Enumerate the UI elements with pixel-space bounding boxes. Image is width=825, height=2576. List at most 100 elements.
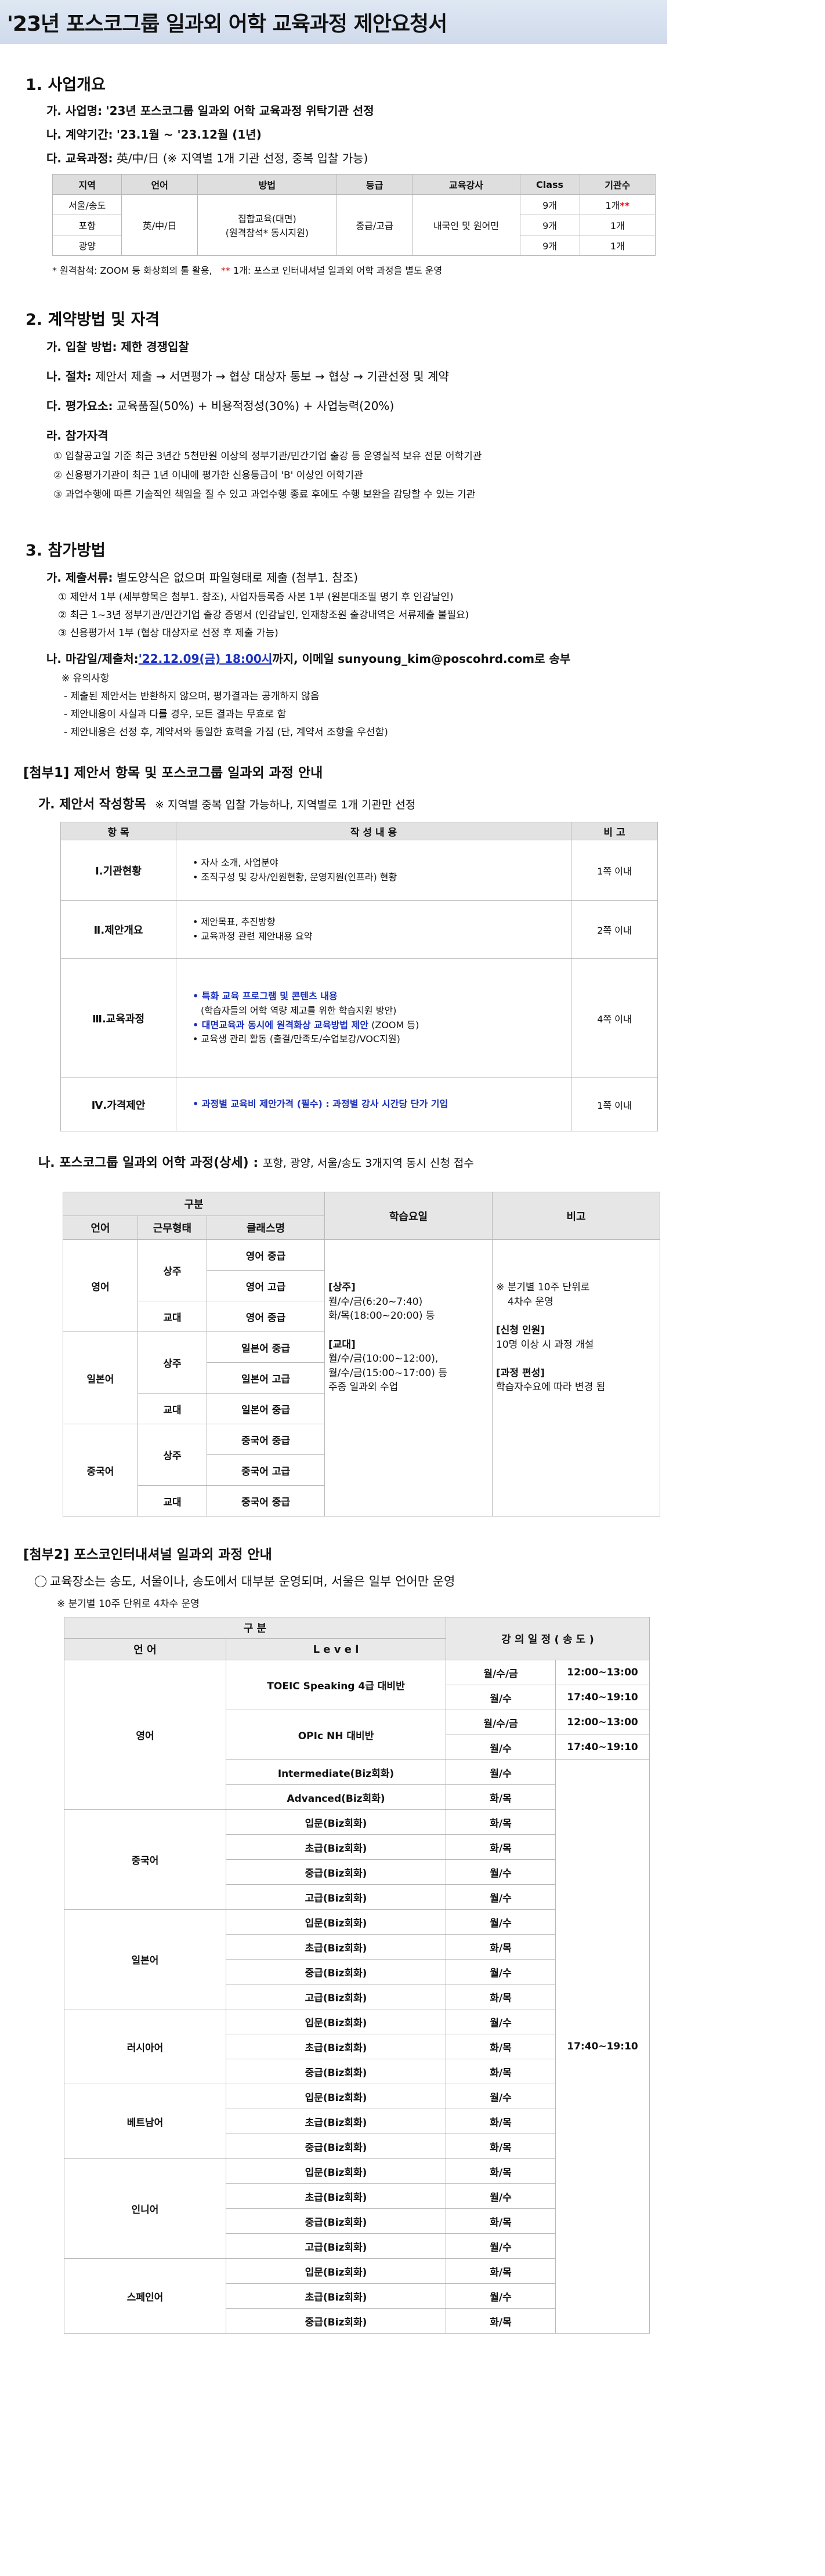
document-item: ② 최근 1~3년 정부기관/민간기업 출강 증명서 (인감날인, 인재창조원 … — [58, 609, 469, 621]
day-cell: 월/수 — [446, 1884, 556, 1910]
document-item: ① 제안서 1부 (세부항목은 첨부1. 참조), 사업자등록증 사본 1부 (… — [58, 592, 454, 603]
procedure: 나. 절차: 제안서 제출 → 서면평가 → 협상 대상자 통보 → 협상 → … — [46, 369, 449, 383]
bid-method: 가. 입찰 방법: 제한 경쟁입찰 — [46, 340, 189, 354]
table-row: 초급(Biz회화)화/목 — [64, 1834, 650, 1860]
document-title: '23년 포스코그룹 일과외 어학 교육과정 제안요청서 — [0, 0, 667, 44]
level-cell: 입문(Biz회화) — [226, 2009, 446, 2034]
level-cell: 중급(Biz회화) — [226, 2134, 446, 2159]
language-cell: 일본어 — [64, 1909, 226, 2009]
level-cell: 초급(Biz회화) — [226, 2109, 446, 2134]
qualification-item: ① 입찰공고일 기준 최근 3년간 5천만원 이상의 정부기관/민간기업 출강 … — [53, 451, 482, 462]
table-row: 중급(Biz회화)화/목 — [64, 2059, 650, 2084]
level-cell: 입문(Biz회화) — [226, 2158, 446, 2184]
overview-table: 지역 언어 방법 등급 교육강사 Class 기관수 서울/송도 英/中/日 집… — [52, 174, 656, 256]
level-cell: 초급(Biz회화) — [226, 2283, 446, 2309]
day-cell: 월/수 — [446, 1959, 556, 1984]
level-cell: 초급(Biz회화) — [226, 2183, 446, 2209]
day-cell: 화/목 — [446, 2109, 556, 2134]
table-row: 고급(Biz회화)월/수 — [64, 1884, 650, 1910]
level-cell: 고급(Biz회화) — [226, 1984, 446, 2009]
level-cell: 중급(Biz회화) — [226, 1959, 446, 1984]
overview-note: * 원격참석: ZOOM 등 화상회의 툴 활용, ** 1개: 포스코 인터내… — [52, 265, 443, 276]
table-row: 중급(Biz회화)월/수 — [64, 1859, 650, 1885]
qualification-heading: 라. 참가자격 — [46, 429, 108, 442]
language-cell: 스페인어 — [64, 2258, 226, 2334]
table-row: 초급(Biz회화)화/목 — [64, 2034, 650, 2059]
level-cell: 중급(Biz회화) — [226, 2208, 446, 2234]
section-3-heading: 3. 참가방법 — [26, 542, 106, 560]
caution-title: ※ 유의사항 — [61, 673, 110, 684]
day-cell: 화/목 — [446, 2308, 556, 2334]
table-row: 고급(Biz회화)화/목 — [64, 1984, 650, 2009]
deadline: 나. 마감일/제출처:'22.12.09(금) 18:00시까지, 이메일 su… — [46, 652, 571, 666]
evaluation: 다. 평가요소: 교육품질(50%) + 비용적정성(30%) + 사업능력(2… — [46, 399, 395, 413]
qualification-item: ③ 과업수행에 따른 기술적인 책임을 질 수 있고 과업수행 종료 후에도 수… — [53, 489, 476, 500]
caution-item: - 제안내용은 선정 후, 계약서와 동일한 효력을 가짐 (단, 계약서 조항… — [64, 727, 388, 738]
caution-item: - 제안내용이 사실과 다를 경우, 모든 결과는 무효로 함 — [64, 709, 287, 720]
day-cell: 월/수 — [446, 1909, 556, 1935]
common-time-cell: 17:40~19:10 — [555, 1759, 650, 2334]
level-cell: 초급(Biz회화) — [226, 2034, 446, 2059]
table-row: 중급(Biz회화)화/목 — [64, 2308, 650, 2334]
language-cell: 베트남어 — [64, 2084, 226, 2159]
level-cell: 초급(Biz회화) — [226, 1934, 446, 1960]
level-cell: 중급(Biz회화) — [226, 2059, 446, 2084]
course-detail-heading: 나. 포스코그룹 일과외 어학 과정(상세) : 포항, 광양, 서울/송도 3… — [38, 1156, 474, 1170]
document: '23년 포스코그룹 일과외 어학 교육과정 제안요청서 1. 사업개요 가. … — [0, 0, 667, 2334]
qualification-item: ② 신용평가기관이 최근 1년 이내에 평가한 신용등급이 'B' 이상인 어학… — [53, 470, 363, 481]
international-course-table: 구 분 강 의 일 정 ( 송 도 ) 언 어 L e v e l 영어 TOE… — [64, 1617, 650, 2334]
level-cell: 중급(Biz회화) — [226, 2308, 446, 2334]
language-cell: 러시아어 — [64, 2009, 226, 2084]
attachment-2-heading: [첨부2] 포스코인터내셔널 일과외 과정 안내 — [23, 1547, 272, 1562]
day-cell: 화/목 — [446, 2059, 556, 2084]
day-cell: 월/수 — [446, 1859, 556, 1885]
day-cell: 화/목 — [446, 2134, 556, 2159]
proposal-items-heading: 가. 제안서 작성항목 ※ 지역별 중복 입찰 가능하나, 지역별로 1개 기관… — [38, 797, 416, 812]
level-cell: 입문(Biz회화) — [226, 1909, 446, 1935]
section-1-heading: 1. 사업개요 — [26, 76, 106, 94]
table-row: 초급(Biz회화)화/목 — [64, 2109, 650, 2134]
day-cell: 월/수 — [446, 2233, 556, 2259]
language-cell: 인니어 — [64, 2158, 226, 2259]
day-cell: 월/수 — [446, 2283, 556, 2309]
circle-bullet-icon — [35, 1576, 46, 1587]
course-detail-table: 구분 학습요일 비고 언어 근무형태 클래스명 영어 상주 영어 중급 [상주]… — [63, 1192, 660, 1516]
table-row: 초급(Biz회화)월/수 — [64, 2283, 650, 2309]
section-2-heading: 2. 계약방법 및 자격 — [26, 311, 160, 329]
table-row: 중급(Biz회화)화/목 — [64, 2134, 650, 2159]
level-cell: 고급(Biz회화) — [226, 1884, 446, 1910]
project-name: 가. 사업명: '23년 포스코그룹 일과외 어학 교육과정 위탁기관 선정 — [46, 104, 374, 118]
table-row: 중급(Biz회화)월/수 — [64, 1959, 650, 1984]
day-cell: 화/목 — [446, 2208, 556, 2234]
level-cell: 고급(Biz회화) — [226, 2233, 446, 2259]
level-cell: 입문(Biz회화) — [226, 2258, 446, 2284]
day-cell: 화/목 — [446, 1809, 556, 1835]
location-note: 교육장소는 송도, 서울이나, 송도에서 대부분 운영되며, 서울은 일부 언어… — [35, 1572, 667, 1590]
documents: 가. 제출서류: 별도양식은 없으며 파일형태로 제출 (첨부1. 참조) — [46, 571, 358, 585]
level-cell: 입문(Biz회화) — [226, 1809, 446, 1835]
day-cell: 화/목 — [446, 1934, 556, 1960]
level-cell: 초급(Biz회화) — [226, 1834, 446, 1860]
quarter-note: ※ 분기별 10주 단위로 4차수 운영 — [57, 1598, 200, 1610]
day-cell: 월/수 — [446, 2183, 556, 2209]
level-cell: 입문(Biz회화) — [226, 2084, 446, 2109]
attachment-1-heading: [첨부1] 제안서 항목 및 포스코그룹 일과외 과정 안내 — [23, 765, 323, 781]
language-cell: 중국어 — [64, 1809, 226, 1910]
day-cell: 화/목 — [446, 2158, 556, 2184]
day-cell: 화/목 — [446, 1834, 556, 1860]
day-cell: 화/목 — [446, 2034, 556, 2059]
table-row: 중급(Biz회화)화/목 — [64, 2208, 650, 2234]
document-item: ③ 신용평가서 1부 (협상 대상자로 선정 후 제출 가능) — [58, 627, 278, 639]
day-cell: 화/목 — [446, 1984, 556, 2009]
table-row: 초급(Biz회화)화/목 — [64, 1934, 650, 1960]
course-list: 다. 교육과정: 英/中/日 (※ 지역별 1개 기관 선정, 중복 입찰 가능… — [46, 151, 368, 165]
table-row: 고급(Biz회화)월/수 — [64, 2233, 650, 2259]
day-cell: 월/수 — [446, 2009, 556, 2034]
contract-period: 나. 계약기간: '23.1월 ~ '23.12월 (1년) — [46, 128, 262, 142]
